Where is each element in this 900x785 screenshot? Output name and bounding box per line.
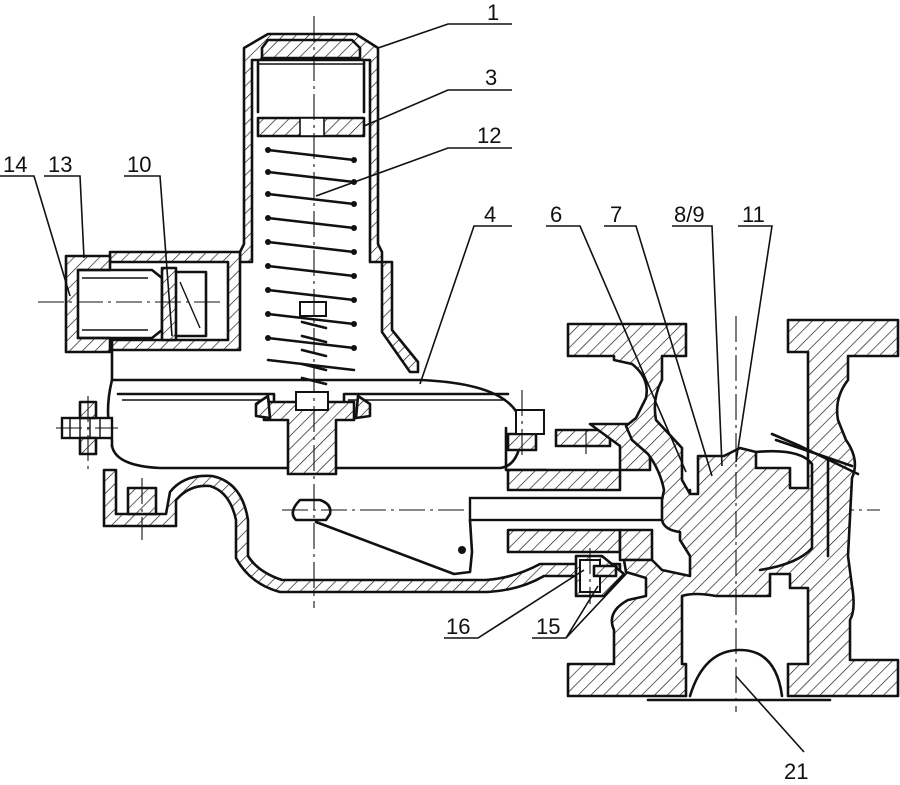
spring-seat	[256, 116, 366, 138]
callout-7: 7	[610, 202, 622, 227]
orifice-neck	[468, 422, 698, 598]
callout-3: 3	[485, 65, 497, 90]
callout-6: 6	[550, 202, 562, 227]
centerlines	[56, 16, 591, 608]
callout-16: 16	[446, 614, 470, 639]
valve-body	[566, 316, 900, 712]
callout-15: 15	[536, 614, 560, 639]
vent-connection	[38, 254, 220, 354]
callout-13: 13	[48, 152, 72, 177]
callout-8-9: 8/9	[674, 202, 705, 227]
leader-lines	[0, 23, 805, 753]
callout-4: 4	[484, 202, 496, 227]
diaphragm-chamber	[106, 378, 524, 476]
bonnet-housing	[238, 32, 384, 264]
callout-21: 21	[784, 759, 808, 784]
upper-housing	[108, 250, 422, 382]
callout-12: 12	[477, 123, 501, 148]
callout-10: 10	[127, 152, 151, 177]
callout-labels: 1 3 12 14 13 10 4 6 7 8/9 11 16 15 21	[3, 0, 808, 784]
callout-11: 11	[742, 202, 765, 227]
callout-14: 14	[3, 152, 27, 177]
callout-1: 1	[487, 0, 499, 25]
main-spring	[265, 147, 357, 372]
